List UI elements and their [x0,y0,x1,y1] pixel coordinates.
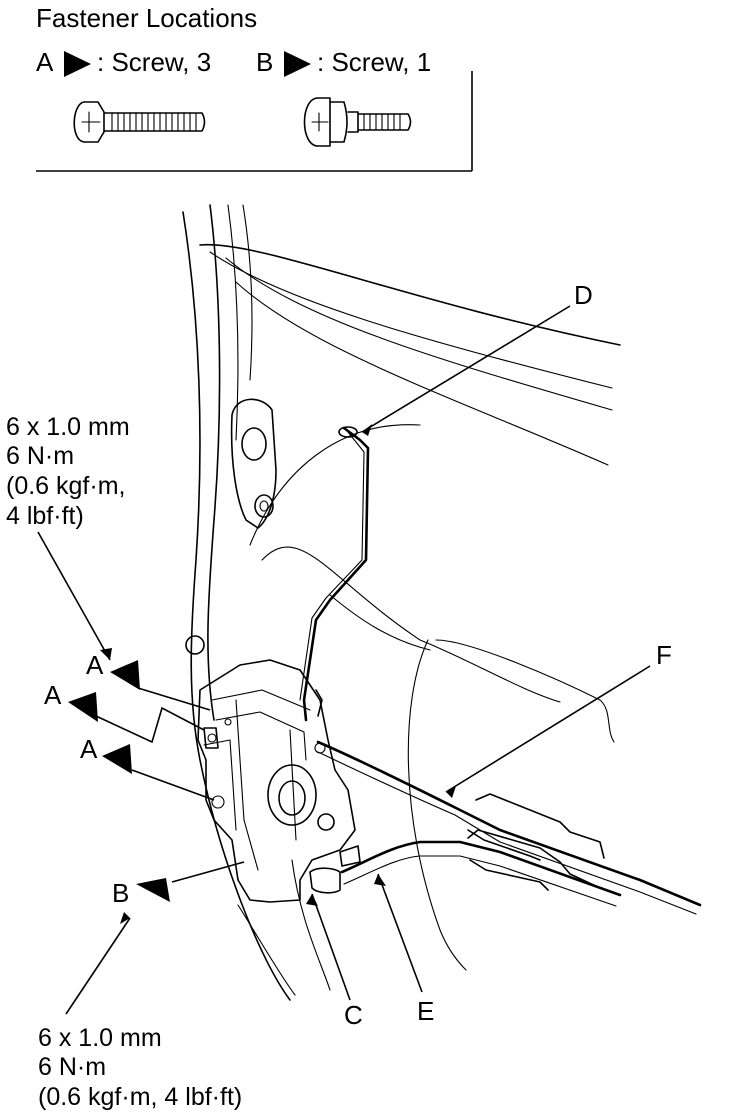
spec-lower-line1: 6 x 1.0 mm [38,1024,162,1052]
callout-leaders [37,305,651,1015]
legend-item-a-letter: A [36,47,54,77]
legend-title: Fastener Locations [36,3,257,33]
door-panel-outline [182,204,621,1001]
callout-d-label: D [574,280,593,310]
fastener-markers [68,660,170,902]
spec-lower-line2: 6 N·m [38,1053,106,1081]
callout-a-label-1: A [86,650,104,680]
spec-upper-line2: 6 N·m [6,442,74,470]
legend-item-a-arrow-icon [64,51,91,77]
legend-item-b-text: : Screw, 1 [317,47,431,77]
torque-spec-lower: 6 x 1.0 mm 6 N·m (0.6 kgf·m, 4 lbf·ft) [38,1024,242,1111]
fastener-legend: Fastener Locations A : Screw, 3 B : Scre… [36,3,473,172]
flat-head-screw-icon [73,101,206,143]
legend-item-b-letter: B [256,47,273,77]
lock-rod-d [299,426,370,722]
washer-head-screw-icon [303,97,412,147]
screw-a-marker-icon [68,692,98,722]
legend-item-a-text: : Screw, 3 [97,47,211,77]
screw-a-marker-icon [102,744,132,774]
door-lock-actuator [197,659,361,903]
torque-spec-upper: 6 x 1.0 mm 6 N·m (0.6 kgf·m, 4 lbf·ft) [6,413,130,530]
callout-e-label: E [417,996,434,1026]
callout-f-label: F [656,640,672,670]
callout-labels: D F C E A A A B [44,280,672,1030]
screw-b-marker-icon [136,878,170,902]
cable-f [316,740,702,915]
spec-upper-line3: (0.6 kgf·m, [6,472,125,500]
callout-a-label-3: A [80,734,98,764]
callout-c-label: C [344,1000,363,1030]
screw-a-marker-icon [110,660,140,690]
callout-a-label-2: A [44,680,62,710]
spec-upper-line1: 6 x 1.0 mm [6,413,130,441]
cable-e [340,829,622,907]
legend-item-b-arrow-icon [284,51,311,77]
spec-lower-line3: (0.6 kgf·m, 4 lbf·ft) [38,1083,242,1111]
callout-b-label: B [112,878,129,908]
spec-upper-line4: 4 lbf·ft) [6,502,84,530]
